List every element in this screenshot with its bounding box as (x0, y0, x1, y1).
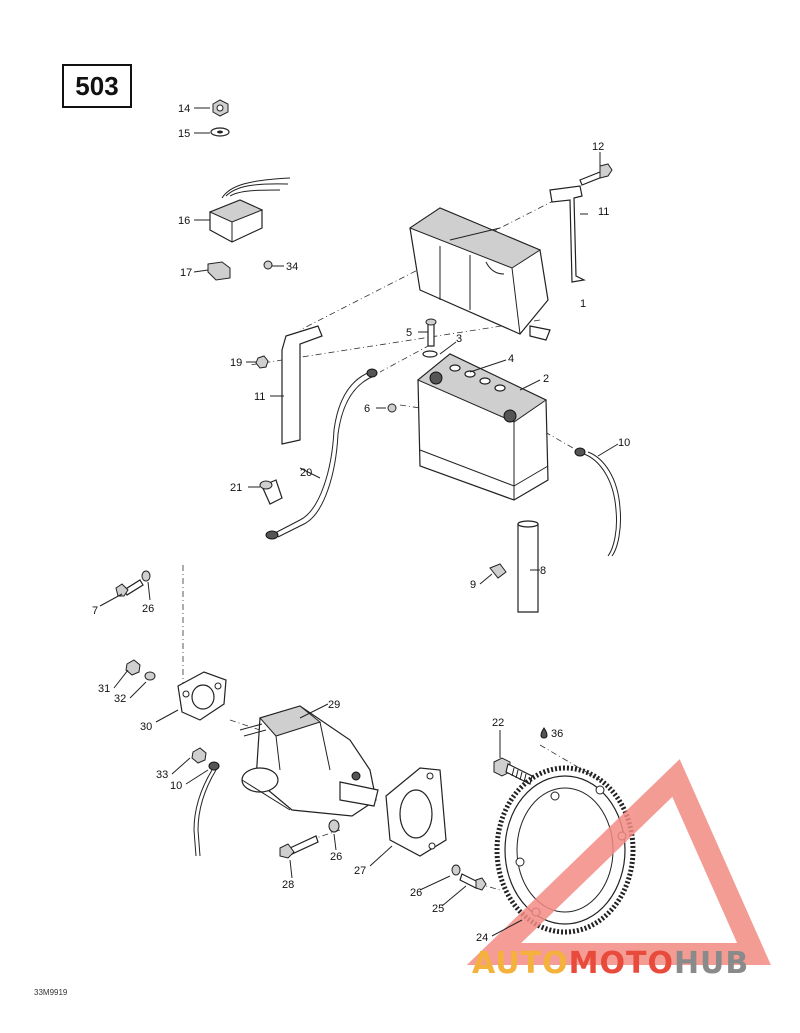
callout-29: 29 (328, 699, 340, 711)
callout-28: 28 (282, 879, 294, 891)
battery-cover-part-1 (408, 207, 551, 341)
bolt-part-22 (493, 757, 533, 785)
callout-7: 7 (92, 605, 98, 617)
cable-part-10-upper (574, 447, 621, 557)
starter-part-29 (239, 705, 379, 817)
callout-8: 8 (540, 565, 546, 577)
cable-part-10-lower (193, 761, 220, 857)
leader-lines (99, 107, 619, 937)
nut-part-31 (125, 659, 141, 676)
bolt-part-25 (459, 873, 487, 891)
callout-15: 15 (178, 128, 190, 140)
callout-9: 9 (470, 579, 476, 591)
bolt-part-5 (425, 318, 437, 347)
callout-labels: 14 15 16 17 34 12 11 1 5 3 4 2 19 11 6 1… (92, 103, 630, 944)
nut-part-34 (263, 260, 273, 270)
regulator-part-16 (208, 177, 291, 243)
callout-33: 33 (156, 769, 168, 781)
washer-part-26-top (141, 570, 151, 582)
battery-part-2 (417, 353, 549, 501)
callout-26-middle: 26 (330, 851, 342, 863)
callout-26-bottom: 26 (410, 887, 422, 899)
callout-22: 22 (492, 717, 504, 729)
bolt-part-28 (279, 835, 319, 859)
page-number-box: 503 (62, 64, 132, 108)
brand-part-auto: AUTO (472, 946, 569, 981)
clip-part-9 (489, 563, 507, 579)
nut-part-19 (255, 355, 269, 369)
callout-36: 36 (551, 728, 563, 740)
washer-part-26-bottom (451, 864, 461, 876)
callout-16: 16 (178, 215, 190, 227)
boot-part-21 (259, 479, 283, 505)
washer-part-3 (422, 350, 438, 358)
callout-25: 25 (432, 903, 444, 915)
callout-19: 19 (230, 357, 242, 369)
callout-24: 24 (476, 932, 488, 944)
callout-17: 17 (180, 267, 192, 279)
callout-14: 14 (178, 103, 190, 115)
callout-31: 31 (98, 683, 110, 695)
callout-34: 34 (286, 261, 298, 273)
callout-10-lower: 10 (170, 780, 182, 792)
washer-part-15 (210, 127, 230, 137)
callout-11-upper: 11 (598, 206, 609, 218)
bracket-part-11-lower (281, 325, 323, 445)
bolt-part-12 (579, 163, 613, 186)
reference-code: 33M9919 (34, 988, 68, 997)
clip-part-17 (207, 261, 231, 281)
callout-20: 20 (300, 467, 312, 479)
nut-part-33 (191, 747, 207, 764)
bolt-part-7 (115, 579, 144, 597)
battery-caps (449, 364, 506, 392)
callout-1: 1 (580, 298, 586, 310)
cable-part-20 (265, 368, 378, 540)
plate-part-30 (177, 671, 227, 721)
bracket-part-11-upper (549, 185, 586, 283)
brand-logo-triangle (466, 759, 771, 965)
callout-27: 27 (354, 865, 366, 877)
callout-5: 5 (406, 327, 412, 339)
callout-12: 12 (592, 141, 604, 153)
tube-part-8 (517, 520, 539, 613)
brand-wordmark: AUTOMOTOHUB (472, 946, 749, 981)
nut-part-14 (212, 99, 229, 117)
callout-21: 21 (230, 482, 242, 494)
callout-2: 2 (543, 373, 549, 385)
washer-part-32 (144, 671, 156, 681)
callout-4: 4 (508, 353, 514, 365)
callout-6: 6 (364, 403, 370, 415)
brand-part-hub: HUB (673, 946, 750, 981)
callout-3: 3 (456, 333, 462, 345)
washer-part-26-middle (328, 819, 340, 833)
callout-30: 30 (140, 721, 152, 733)
loctite-drop-part-36 (540, 727, 548, 739)
callout-10-upper: 10 (618, 437, 630, 449)
nut-part-6 (387, 403, 397, 413)
brand-part-moto: MOTO (568, 946, 674, 981)
callout-26-top: 26 (142, 603, 154, 615)
callout-11-lower: 11 (254, 391, 265, 403)
callout-32: 32 (114, 693, 126, 705)
plate-part-27 (385, 767, 447, 857)
